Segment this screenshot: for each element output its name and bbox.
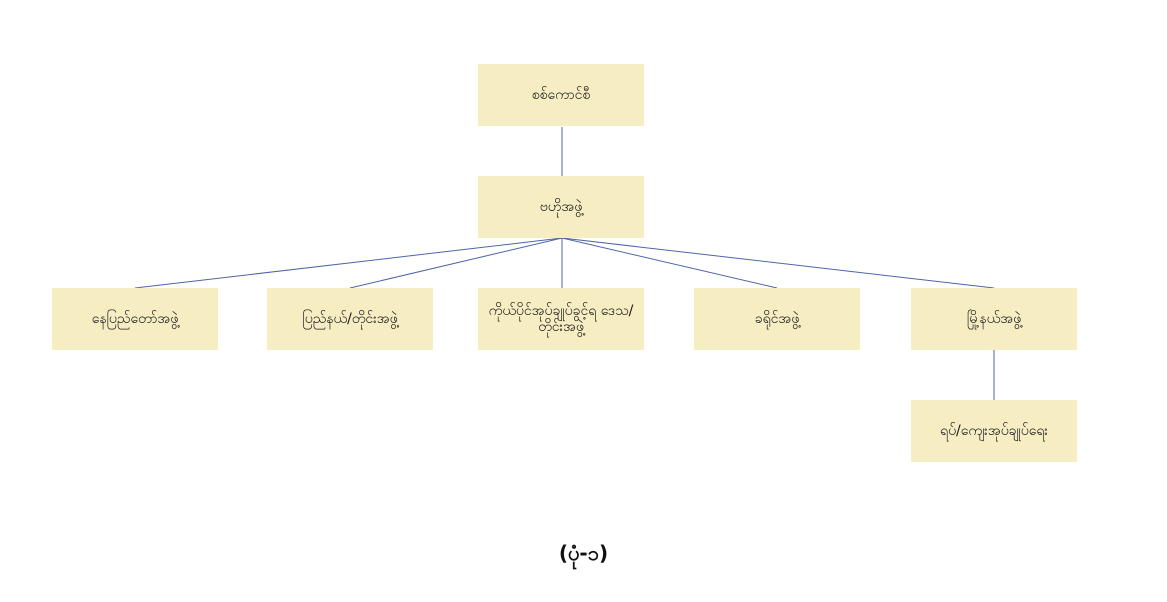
connector-hq-to-state-region <box>349 237 563 289</box>
connector-hq-to-township <box>561 237 995 289</box>
node-township-body: မြို့နယ်အဖွဲ့ <box>911 288 1077 350</box>
node-district-body: ခရိုင်အဖွဲ့ <box>694 288 860 350</box>
node-military-council: စစ်ကောင်စီ <box>478 64 644 126</box>
node-label: ပြည်နယ်/တိုင်းအဖွဲ့ <box>302 311 398 327</box>
node-label: ကိုယ်ပိုင်အုပ်ချုပ်ခွင့်ရ ဒေသ/တိုင်းအဖွဲ… <box>488 303 634 335</box>
node-state-region-body: ပြည်နယ်/တိုင်းအဖွဲ့ <box>267 288 433 350</box>
node-label: နေပြည်တော်အဖွဲ့ <box>91 311 179 327</box>
node-label: စစ်ကောင်စီ <box>531 87 591 103</box>
node-ward-village-administration: ရပ်/ကျေးအုပ်ချုပ်ရေး <box>911 400 1077 462</box>
node-central-body: ဗဟိုအဖွဲ့ <box>478 176 644 238</box>
node-label: ရပ်/ကျေးအုပ်ချုပ်ရေး <box>940 423 1048 439</box>
figure-caption: (ပုံ-၁) <box>558 541 609 565</box>
node-label: ခရိုင်အဖွဲ့ <box>754 311 800 327</box>
connector-hq-to-naypyitaw <box>134 237 563 289</box>
node-label: ဗဟိုအဖွဲ့ <box>539 199 583 215</box>
node-self-administered-body: ကိုယ်ပိုင်အုပ်ချုပ်ခွင့်ရ ဒေသ/တိုင်းအဖွဲ… <box>478 288 644 350</box>
node-label: မြို့နယ်အဖွဲ့ <box>966 311 1022 327</box>
connector-hq-to-district <box>561 237 778 289</box>
node-naypyitaw-body: နေပြည်တော်အဖွဲ့ <box>52 288 218 350</box>
